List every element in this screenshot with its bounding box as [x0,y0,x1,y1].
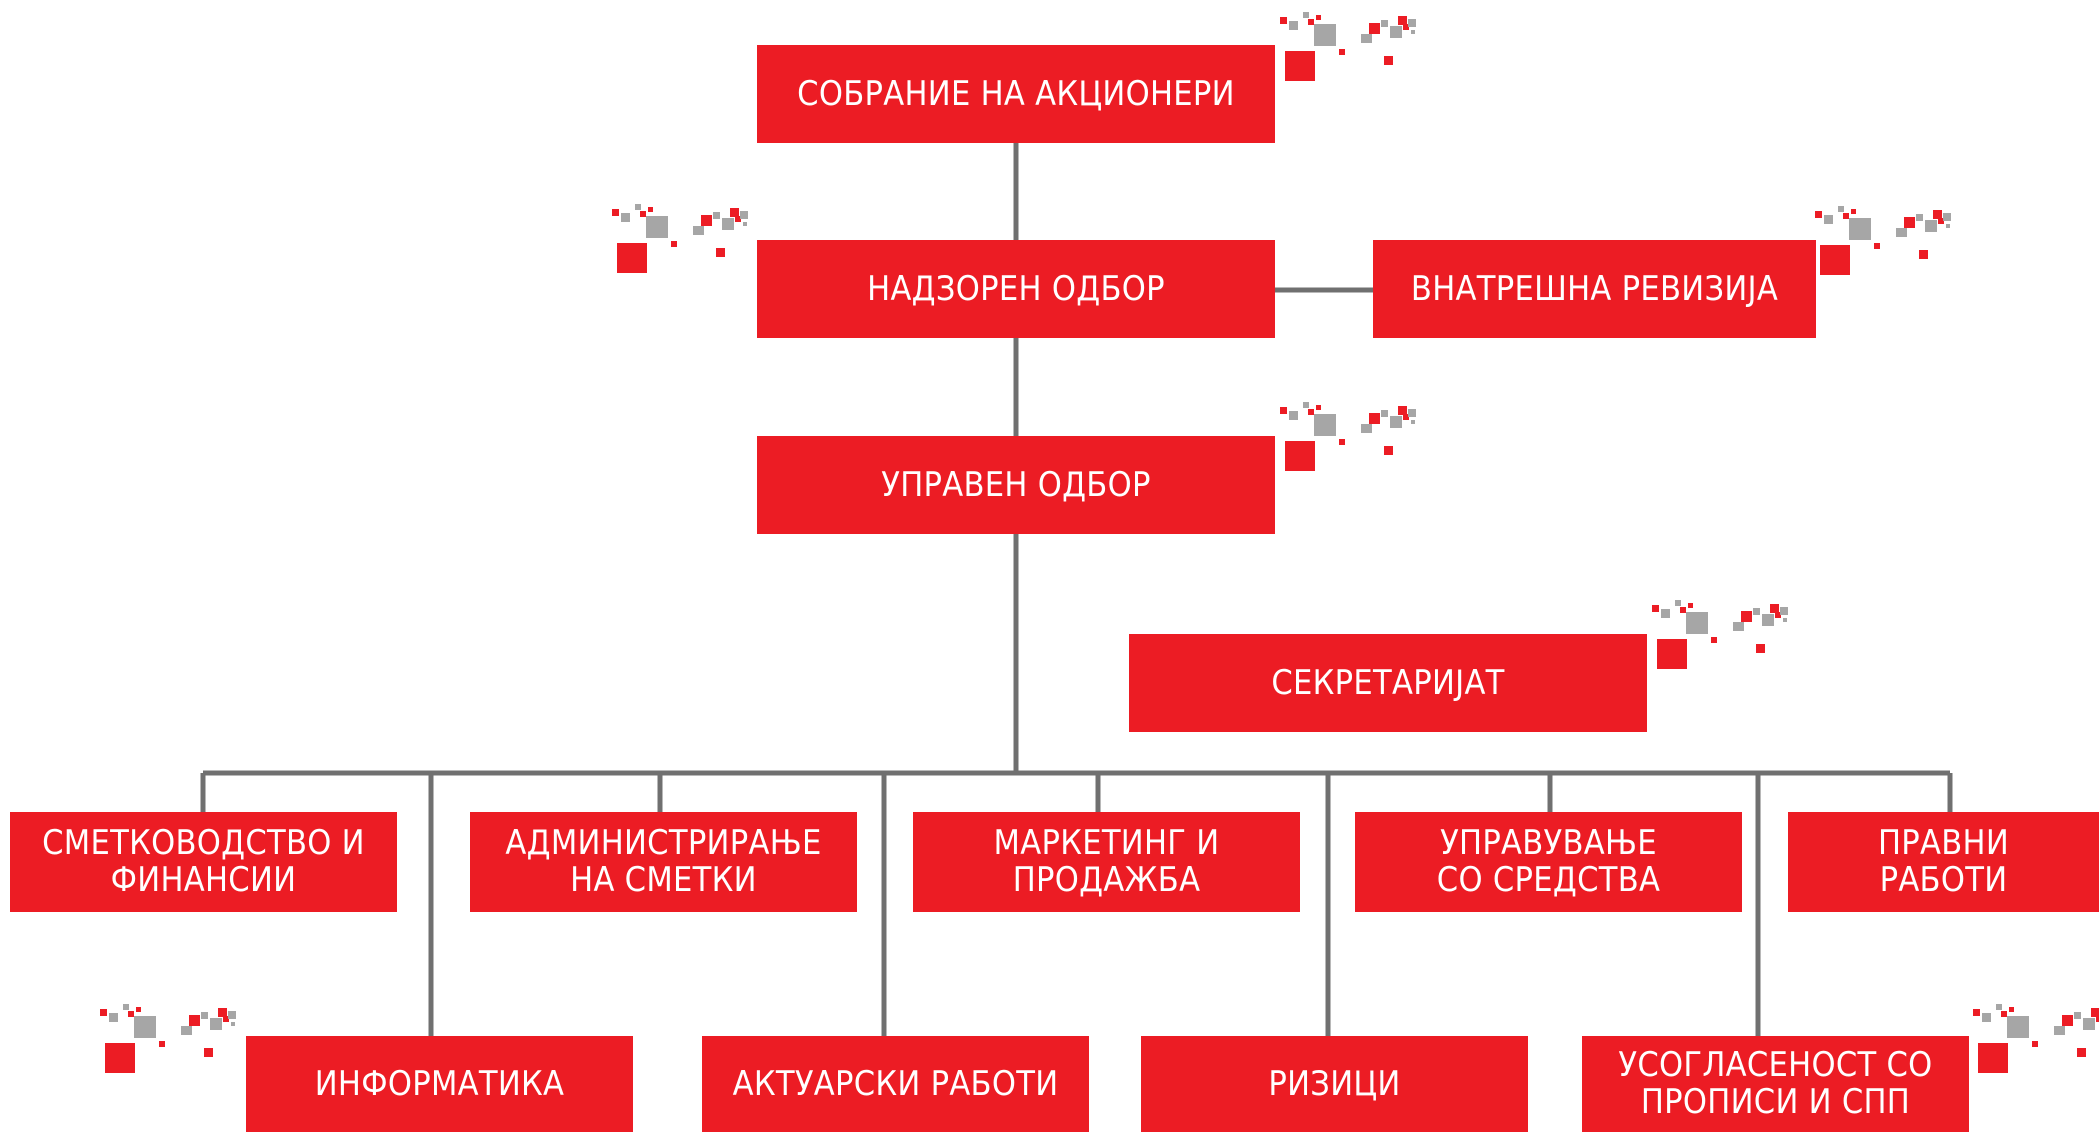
pixel-cluster-icon [1815,206,1951,275]
box-supervisory-board: НАДЗОРЕН ОДБОР [757,240,1275,338]
pixel-cluster-icon [1973,1004,2099,1073]
box-marketing: МАРКЕТИНГ И ПРОДАЖБА [913,812,1300,912]
box-secretariat: СЕКРЕТАРИЈАТ [1129,634,1647,732]
box-shareholders: СОБРАНИЕ НА АКЦИОНЕРИ [757,45,1275,143]
box-account-admin: АДМИНИСТРИРАЊЕ НА СМЕТКИ [470,812,857,912]
pixel-cluster-icon [100,1004,236,1073]
pixel-cluster-icon [1280,402,1416,471]
box-accounting: СМЕТКОВОДСТВО И ФИНАНСИИ [10,812,397,912]
box-management-board: УПРАВЕН ОДБОР [757,436,1275,534]
box-it: ИНФОРМАТИКА [246,1036,633,1132]
box-internal-audit: ВНАТРЕШНА РЕВИЗИЈА [1373,240,1816,338]
box-actuarial: АКТУАРСКИ РАБОТИ [702,1036,1089,1132]
box-legal: ПРАВНИ РАБОТИ [1788,812,2099,912]
pixel-cluster-icon [612,204,748,273]
pixel-cluster-icon [1652,600,1788,669]
box-asset-management: УПРАВУВАЊЕ СО СРЕДСТВА [1355,812,1742,912]
box-compliance: УСОГЛАСЕНОСТ СО ПРОПИСИ И СПП [1582,1036,1969,1132]
pixel-cluster-icon [1280,12,1416,81]
box-risks: РИЗИЦИ [1141,1036,1528,1132]
